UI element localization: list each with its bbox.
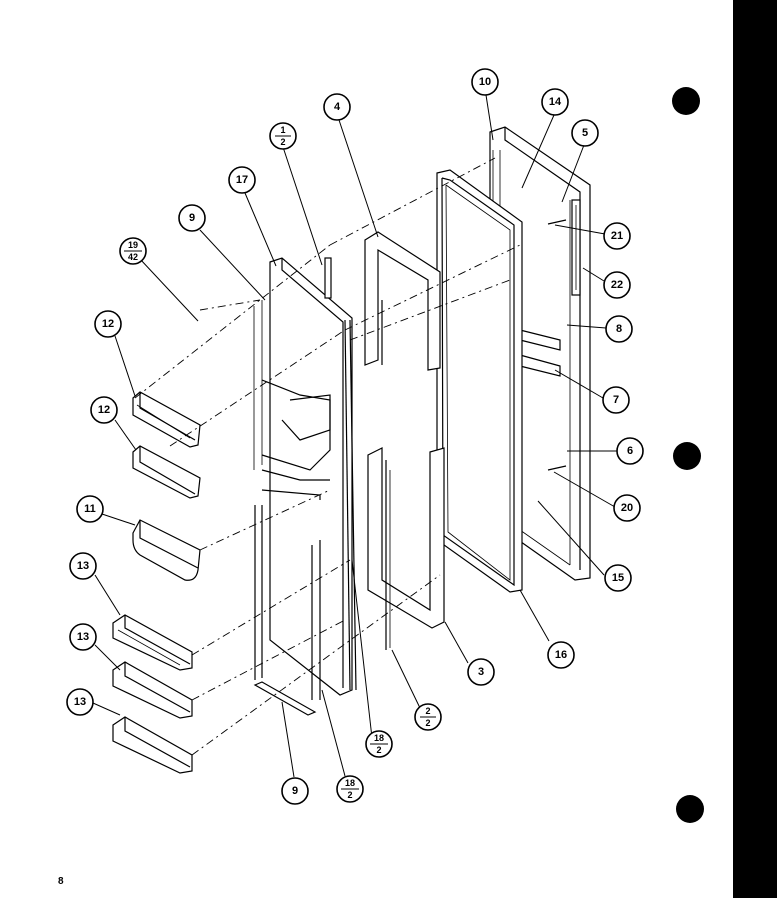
- callout-16: 16: [547, 641, 575, 669]
- callout-14: 14: [541, 88, 569, 116]
- callout-22: 22: [603, 271, 631, 299]
- svg-text:4: 4: [334, 101, 341, 113]
- svg-text:13: 13: [77, 631, 89, 643]
- svg-text:2: 2: [280, 137, 285, 147]
- svg-text:13: 13: [77, 560, 89, 572]
- bin-13-top: [112, 614, 193, 671]
- shelf-12-lower: [132, 445, 201, 499]
- bottom-trim-strip: [253, 681, 317, 716]
- svg-text:2: 2: [376, 745, 381, 755]
- svg-text:8: 8: [616, 323, 622, 335]
- callout-12-upper: 12: [94, 310, 122, 338]
- callout-10: 10: [471, 68, 499, 96]
- svg-text:17: 17: [236, 174, 248, 186]
- svg-text:22: 22: [611, 279, 623, 291]
- callout-20: 20: [613, 494, 641, 522]
- svg-text:6: 6: [627, 445, 633, 457]
- leader-lines: [92, 94, 617, 778]
- svg-text:1: 1: [280, 125, 285, 135]
- callout-3: 3: [467, 658, 495, 686]
- binder-hole-top: [672, 87, 700, 115]
- svg-text:2: 2: [347, 790, 352, 800]
- svg-text:3: 3: [478, 666, 484, 678]
- callout-6: 6: [616, 437, 644, 465]
- svg-text:14: 14: [549, 96, 562, 108]
- shelf-12-upper: [132, 391, 201, 448]
- svg-text:5: 5: [582, 127, 588, 139]
- binder-hole-middle: [673, 442, 701, 470]
- callout-11: 11: [76, 495, 104, 523]
- binder-hole-bottom: [676, 795, 704, 823]
- bin-13-bottom: [112, 716, 193, 774]
- callout-5: 5: [571, 119, 599, 147]
- callout-13-middle: 13: [69, 623, 97, 651]
- svg-text:7: 7: [613, 394, 619, 406]
- door-liner-shell: [253, 257, 357, 700]
- svg-text:18: 18: [374, 733, 384, 743]
- svg-text:10: 10: [479, 76, 491, 88]
- callout-9-top: 9: [178, 204, 206, 232]
- callout-4: 4: [323, 93, 351, 121]
- callout-7: 7: [602, 386, 630, 414]
- svg-text:19: 19: [128, 240, 138, 250]
- svg-text:18: 18: [345, 778, 355, 788]
- callout-18-2-lower: 18 2: [336, 775, 364, 803]
- svg-text:13: 13: [74, 696, 86, 708]
- callout-15: 15: [604, 564, 632, 592]
- svg-text:2: 2: [425, 718, 430, 728]
- page-edge-bar: [733, 0, 777, 898]
- svg-text:12: 12: [98, 404, 110, 416]
- callout-12-lower: 12: [90, 396, 118, 424]
- callout-21: 21: [603, 222, 631, 250]
- callout-9-bottom: 9: [281, 777, 309, 805]
- svg-text:15: 15: [612, 572, 624, 584]
- svg-text:12: 12: [102, 318, 114, 330]
- door-gasket: [436, 169, 523, 593]
- page-number: 8: [58, 876, 64, 887]
- callout-13-top: 13: [69, 552, 97, 580]
- svg-text:9: 9: [292, 785, 298, 797]
- svg-text:16: 16: [555, 649, 567, 661]
- callout-19-42: 19 42: [119, 237, 147, 265]
- svg-text:20: 20: [621, 502, 633, 514]
- svg-text:2: 2: [425, 706, 430, 716]
- callout-17: 17: [228, 166, 256, 194]
- callout-2-2: 2 2: [414, 703, 442, 731]
- door-liner-frame: [364, 231, 445, 650]
- svg-text:9: 9: [189, 212, 195, 224]
- svg-text:42: 42: [128, 252, 138, 262]
- callout-18-2-upper: 18 2: [365, 730, 393, 758]
- callout-1-2: 1 2: [269, 122, 297, 150]
- bin-13-middle: [112, 661, 193, 719]
- callout-8: 8: [605, 315, 633, 343]
- bin-11: [132, 519, 201, 581]
- callout-13-bottom: 13: [66, 688, 94, 716]
- svg-text:11: 11: [84, 503, 96, 515]
- assembly-lines: [134, 157, 521, 756]
- svg-text:21: 21: [611, 230, 623, 242]
